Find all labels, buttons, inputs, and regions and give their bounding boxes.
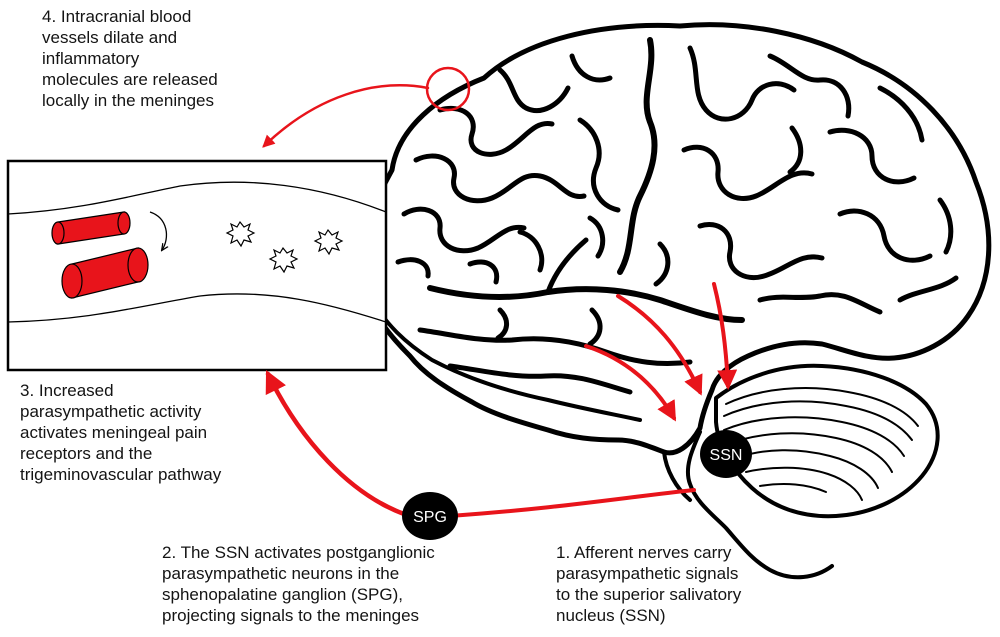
temporal-lobe-edge [370, 298, 642, 422]
brain-outline [355, 22, 992, 456]
spg-label: SPG [413, 509, 447, 526]
brain-illustration [355, 22, 992, 580]
signal-pathway [262, 66, 738, 518]
frontal-gyri [395, 53, 621, 285]
cerebellum-folia [723, 387, 919, 501]
starburst-icon [313, 228, 344, 256]
lateral-sulcus [427, 285, 745, 323]
lateral-sulcus-branch [545, 237, 589, 295]
caption-step-3: 3. Increased parasympathetic activity ac… [20, 381, 222, 484]
afferent-arrow-2 [584, 344, 677, 422]
temporal-gyri [417, 307, 693, 395]
ssn-label: SSN [710, 447, 743, 464]
vessel-segment-dilated [61, 247, 149, 299]
caption-step-4: 4. Intracranial blood vessels dilate and… [42, 7, 218, 110]
cerebellum-outline [714, 363, 940, 519]
starburst-icon [268, 246, 299, 274]
afferent-arrow-3 [712, 282, 738, 390]
curved-arrow-icon [149, 211, 166, 250]
vessel-segment-small [51, 211, 131, 245]
brainstem [685, 430, 834, 580]
vessel-wall-lower [7, 293, 387, 323]
ssn-to-spg-path [448, 488, 696, 518]
spg-to-meninges-arrow [265, 369, 407, 517]
caption-step-1: 1. Afferent nerves carry parasympathetic… [556, 543, 742, 625]
caption-step-2: 2. The SSN activates postganglionic para… [162, 543, 435, 625]
vessel-wall-upper [7, 181, 387, 215]
brainstem-front [662, 450, 692, 502]
starburst-icon [225, 220, 256, 248]
meninges-to-inset-arrow [262, 84, 430, 148]
ssn-node: SSN [700, 430, 752, 478]
central-sulcus [617, 37, 658, 275]
afferent-arrow-1 [616, 294, 703, 396]
meningeal-vessel-inset [6, 159, 388, 372]
inset-frame [6, 159, 388, 372]
parietal-gyri [653, 45, 959, 315]
spg-node: SPG [402, 492, 458, 540]
